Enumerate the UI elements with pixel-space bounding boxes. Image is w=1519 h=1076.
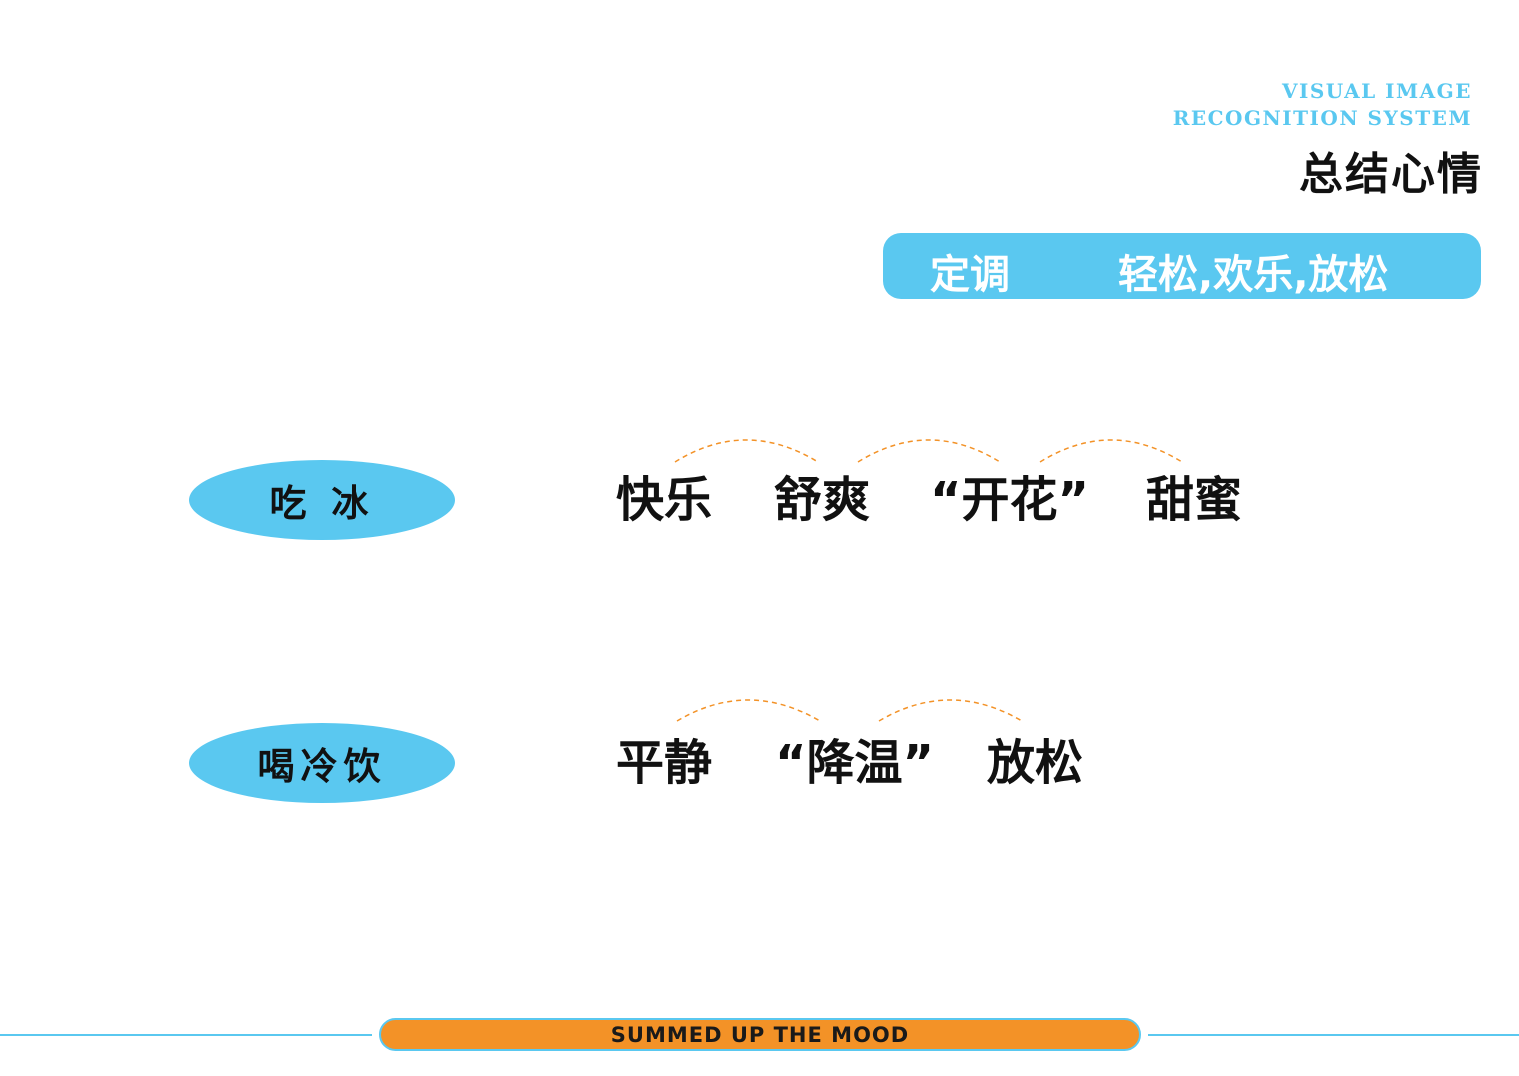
brand-line-2: RECOGNITION SYSTEM [1172,106,1472,130]
tone-banner: 定调 轻松,欢乐,放松 [883,233,1481,299]
footer-divider-left [0,1034,372,1036]
tone-value: 轻松,欢乐,放松 [1118,252,1389,298]
word-blossom: “开花” [930,472,1090,528]
arc-3 [1039,439,1183,463]
word-calm: 平静 [616,735,713,791]
arc-4 [676,699,821,722]
footer-label: SUMMED UP THE MOOD [379,1018,1141,1051]
arc-2 [857,439,1001,463]
brand-subtitle: VISUAL IMAGE RECOGNITION SYSTEM [1173,78,1472,132]
word-happy: 快乐 [616,472,713,528]
tone-label: 定调 [930,252,1010,298]
word-cool-down: “降温” [775,735,935,791]
word-relax: 放松 [987,735,1084,791]
arc-5 [878,699,1023,722]
pill-cold-drink: 喝冷饮 [189,723,455,803]
word-sweet: 甜蜜 [1146,472,1243,528]
page-title: 总结心情 [1299,149,1483,200]
pill-eat-ice: 吃 冰 [189,460,455,540]
arc-1 [674,439,819,463]
brand-line-1: VISUAL IMAGE [1281,79,1472,103]
footer-divider-right [1148,1034,1519,1036]
word-refreshing: 舒爽 [774,472,871,528]
